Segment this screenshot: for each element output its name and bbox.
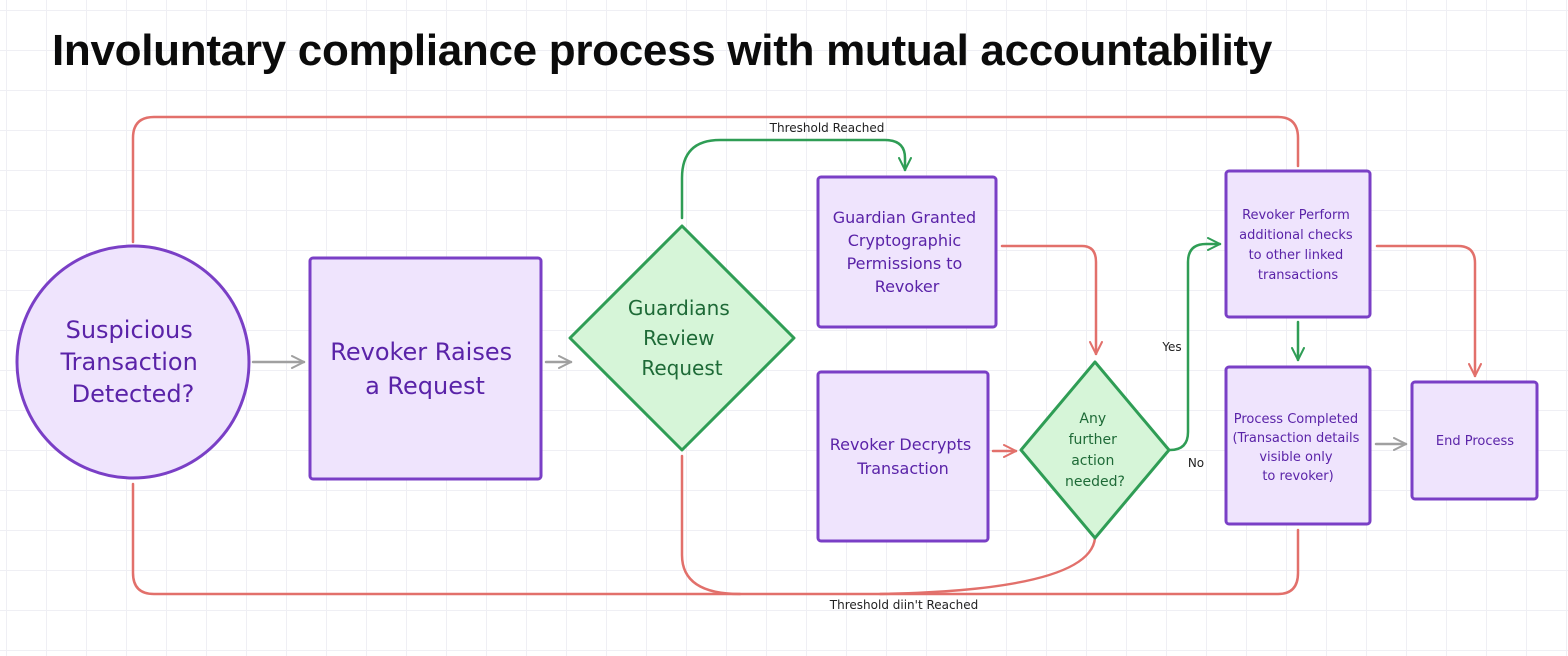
node-additional-checks-line: to other linked <box>1249 248 1344 263</box>
node-revoker-decrypts-line: Transaction <box>856 459 949 478</box>
node-guardian-granted-line: Permissions to <box>847 254 963 273</box>
svg-text:Process Completed (Trans: Process Completed (Transaction details v… <box>1232 412 1363 484</box>
node-additional-checks-line: transactions <box>1258 268 1338 283</box>
node-end-process[interactable]: End Process <box>1410 380 1539 501</box>
edge-yes <box>1168 237 1222 452</box>
edge-loop-bottom <box>131 482 1300 596</box>
node-guardians-review[interactable]: Guardians Review Request <box>568 224 796 452</box>
edge-granted-to-further <box>1000 244 1103 356</box>
label-no: No <box>1188 456 1204 470</box>
node-additional-checks-line: Revoker Perform <box>1242 208 1350 223</box>
node-further-action-line: Any <box>1079 411 1106 427</box>
node-raise-request[interactable]: Revoker Raises a Request <box>308 256 543 481</box>
node-further-action-line: needed? <box>1065 474 1125 490</box>
node-additional-checks-shape <box>1224 169 1372 319</box>
edges <box>131 115 1482 596</box>
edge-checks-to-end <box>1375 244 1482 378</box>
node-further-action-line: further <box>1069 432 1118 448</box>
node-suspicious-line: Suspicious <box>66 316 193 344</box>
node-raise-request-shape <box>308 256 543 481</box>
node-additional-checks[interactable]: Revoker Perform additional checks to oth… <box>1224 169 1372 319</box>
node-suspicious-line: Detected? <box>72 380 195 408</box>
node-guardians-review-line: Guardians <box>628 296 730 320</box>
svg-text:Revoker Raises a Request: Revoker Raises a Request <box>330 338 520 400</box>
node-process-completed-line: visible only <box>1259 450 1332 465</box>
node-further-action-line: action <box>1071 453 1114 469</box>
edge-review-to-bottom <box>680 454 742 596</box>
node-raise-request-line: a Request <box>365 372 485 400</box>
node-guardian-granted-line: Guardian Granted <box>833 208 976 227</box>
label-threshold-reached: Threshold Reached <box>769 121 885 135</box>
node-revoker-decrypts-line: Revoker Decrypts <box>830 435 971 454</box>
node-suspicious-shape <box>15 244 251 480</box>
label-threshold-not-reached: Threshold diin't Reached <box>829 598 978 612</box>
node-suspicious-line: Transaction <box>60 348 198 376</box>
node-suspicious-transaction[interactable]: Suspicious Transaction Detected? <box>15 244 251 480</box>
label-yes: Yes <box>1161 340 1181 354</box>
node-revoker-decrypts[interactable]: Revoker Decrypts Transaction <box>816 370 990 543</box>
node-process-completed-line: to revoker) <box>1262 469 1333 484</box>
node-guardians-review-line: Review <box>643 326 714 350</box>
svg-text:Guardian Granted Cryptog: Guardian Granted Cryptographic Permissio… <box>833 208 982 296</box>
edge-further-to-bottom <box>878 536 1097 596</box>
edge-loop-top <box>131 115 1300 244</box>
node-guardian-granted-line: Cryptographic <box>848 231 962 250</box>
node-revoker-decrypts-shape <box>816 370 990 543</box>
svg-text:Revoker Perform addition: Revoker Perform additional checks to oth… <box>1239 208 1357 283</box>
page-title: Involuntary compliance process with mutu… <box>52 26 1273 75</box>
svg-text:Revoker Decrypts Transac: Revoker Decrypts Transaction <box>830 435 977 478</box>
node-additional-checks-line: additional checks <box>1239 228 1353 243</box>
node-process-completed-line: Process Completed <box>1234 412 1358 427</box>
node-process-completed-line: (Transaction details <box>1232 431 1359 446</box>
node-end-process-shape <box>1410 380 1539 501</box>
node-guardians-review-line: Request <box>641 356 722 380</box>
node-guardian-granted-shape <box>816 175 998 329</box>
node-end-process-label: End Process <box>1436 434 1514 449</box>
svg-text:Guardians Review R: Guardians Review Request <box>628 296 736 380</box>
node-guardians-review-shape <box>568 224 796 452</box>
node-guardian-granted[interactable]: Guardian Granted Cryptographic Permissio… <box>816 175 998 329</box>
node-process-completed[interactable]: Process Completed (Transaction details v… <box>1224 365 1372 526</box>
node-further-action[interactable]: Any further action needed? <box>1019 360 1171 540</box>
svg-text:Any further action: Any further action needed? <box>1065 411 1125 490</box>
svg-text:Suspicious Transaction: Suspicious Transaction Detected? <box>60 316 206 408</box>
edge-threshold-reached <box>680 138 912 220</box>
node-further-action-shape <box>1019 360 1171 540</box>
node-process-completed-shape <box>1224 365 1372 526</box>
node-raise-request-line: Revoker Raises <box>330 338 512 366</box>
node-guardian-granted-line: Revoker <box>875 277 940 296</box>
